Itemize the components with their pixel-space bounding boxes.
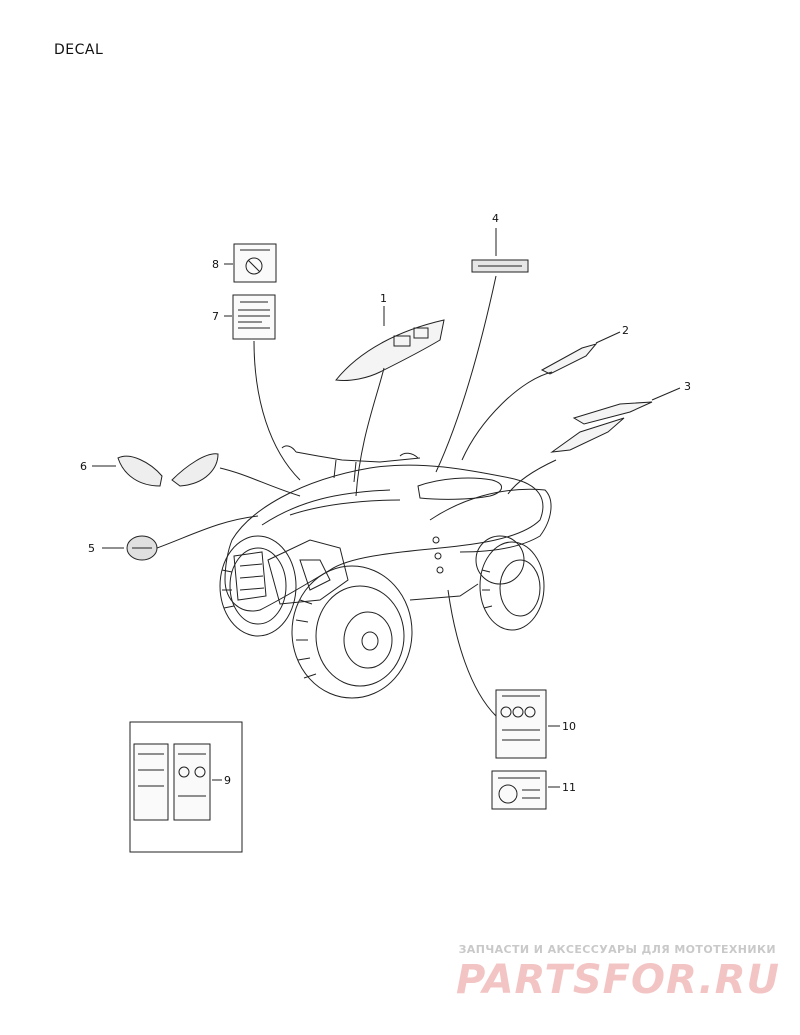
callout-4: 4 xyxy=(492,212,499,225)
callout-11: 11 xyxy=(562,781,576,794)
callout-9: 9 xyxy=(224,774,231,787)
callout-3: 3 xyxy=(684,380,691,393)
watermark-logo: PARTSFOR.RU xyxy=(455,957,780,1003)
decal-11-pictogram-label xyxy=(491,770,547,810)
watermark-caption: ЗАПЧАСТИ И АКСЕССУАРЫ ДЛЯ МОТОТЕХНИКИ xyxy=(458,943,776,956)
callout-2: 2 xyxy=(622,324,629,337)
decal-10-warning-label xyxy=(495,689,547,759)
decal-5-emblem xyxy=(126,535,158,561)
callout-5: 5 xyxy=(88,542,95,555)
decal-3-twin-stripes xyxy=(550,401,653,453)
decal-6-headlight-pair xyxy=(117,453,219,487)
decal-2-stripe xyxy=(540,343,598,375)
atv-illustration xyxy=(219,445,552,699)
decal-9-label-set xyxy=(129,721,243,853)
callout-8: 8 xyxy=(212,258,219,271)
callout-7: 7 xyxy=(212,310,219,323)
decal-8-pictogram-label xyxy=(233,243,277,283)
decal-7-warning-label xyxy=(232,294,276,340)
page-title: DECAL xyxy=(54,42,104,58)
callout-10: 10 xyxy=(562,720,576,733)
decal-1-side-stripe xyxy=(335,319,445,381)
callout-1: 1 xyxy=(380,292,387,305)
decal-4-badge xyxy=(471,259,529,273)
callout-6: 6 xyxy=(80,460,87,473)
